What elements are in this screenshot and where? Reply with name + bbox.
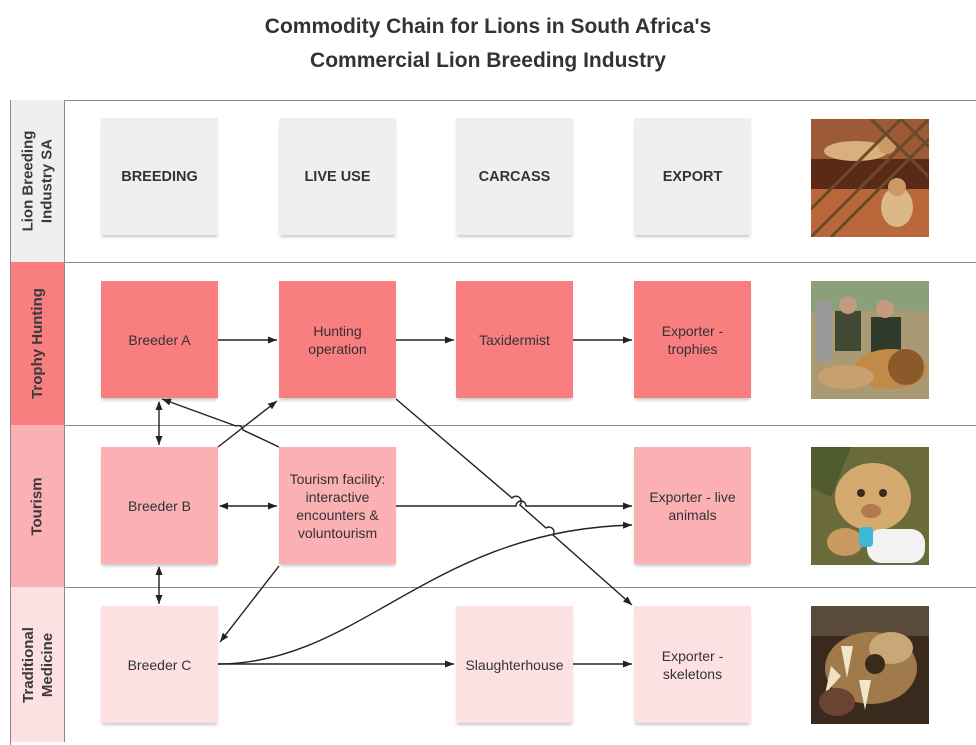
node-tourism-facility: Tourism facility: interactive encounters… — [279, 447, 396, 564]
lane-divider — [10, 425, 976, 426]
node-slaughterhouse-label: Slaughterhouse — [465, 656, 564, 673]
header-export-label: EXPORT — [662, 168, 723, 185]
header-breeding-label: BREEDING — [121, 168, 198, 185]
node-breeder-b-label: Breeder B — [127, 497, 192, 514]
diagram-title: Commodity Chain for Lions in South Afric… — [0, 10, 976, 78]
node-exporter-live-animals-label: Exporter - live animals — [649, 488, 736, 523]
arrow-hunting-to-exporter-skeletons — [395, 398, 633, 606]
lion-skull-photo — [811, 606, 929, 724]
node-tourism-facility-label: Tourism facility: interactive encounters… — [289, 470, 386, 541]
lane-label-industry: Lion Breeding Industry SA — [11, 100, 65, 262]
lane-divider — [10, 262, 976, 263]
hunters-with-lion-photo — [811, 281, 929, 399]
arrow-tourism-to-breeder-a — [161, 398, 280, 448]
cub-bottle-feeding-photo — [811, 447, 929, 565]
node-exporter-skeletons: Exporter - skeletons — [634, 606, 751, 723]
node-taxidermist-label: Taxidermist — [479, 331, 550, 348]
node-exporter-live-animals: Exporter - live animals — [634, 447, 751, 564]
header-live-use-label: LIVE USE — [304, 168, 371, 185]
header-carcass-label: CARCASS — [478, 168, 551, 185]
node-exporter-trophies: Exporter - trophies — [634, 281, 751, 398]
node-taxidermist: Taxidermist — [456, 281, 573, 398]
node-exporter-skeletons-label: Exporter - skeletons — [661, 647, 724, 682]
title-line-1: Commodity Chain for Lions in South Afric… — [264, 15, 712, 38]
arrow-breeder-b-to-hunting — [217, 400, 278, 448]
header-live-use: LIVE USE — [279, 118, 396, 235]
lane-label-medicine: Traditional Medicine — [11, 587, 65, 742]
lane-divider — [10, 587, 976, 588]
node-hunting-operation: Hunting operation — [279, 281, 396, 398]
node-breeder-c: Breeder C — [101, 606, 218, 723]
lions-in-cage-photo — [811, 119, 929, 237]
node-breeder-a-label: Breeder A — [128, 331, 191, 348]
node-exporter-trophies-label: Exporter - trophies — [661, 322, 724, 357]
arrow-tourism-to-exporter-live — [396, 500, 632, 510]
header-export: EXPORT — [634, 118, 751, 235]
node-hunting-operation-label: Hunting operation — [308, 322, 367, 357]
node-breeder-c-label: Breeder C — [127, 656, 192, 673]
title-line-2: Commercial Lion Breeding Industry — [310, 49, 666, 72]
node-breeder-a: Breeder A — [101, 281, 218, 398]
node-breeder-b: Breeder B — [101, 447, 218, 564]
lane-label-tourism: Tourism — [11, 425, 65, 587]
header-breeding: BREEDING — [101, 118, 218, 235]
node-slaughterhouse: Slaughterhouse — [456, 606, 573, 723]
swimlane-frame — [10, 100, 976, 745]
arrow-tourism-to-breeder-c — [219, 565, 280, 643]
lane-label-trophy: Trophy Hunting — [11, 262, 65, 425]
arrow-breeder-c-to-exporter-live — [217, 521, 633, 665]
header-carcass: CARCASS — [456, 118, 573, 235]
